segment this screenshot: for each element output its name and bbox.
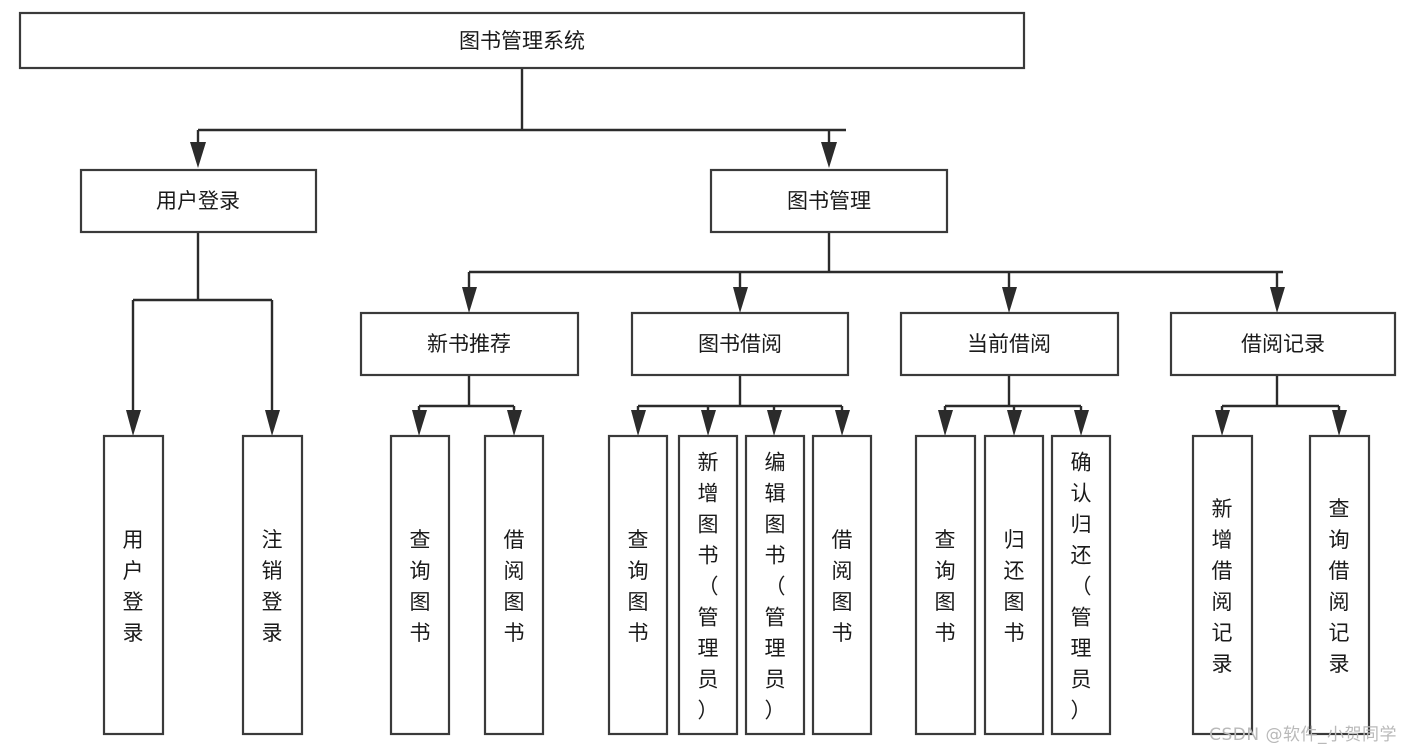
edge-group-records-to-leaves [1215,375,1347,436]
node-label-leaf-query-book-current: 查询图书 [935,528,956,645]
node-label-leaf-query-book-borrow: 查询图书 [628,528,649,645]
node-label-borrow-records: 借阅记录 [1241,332,1325,356]
node-box-user-login[interactable] [79,168,318,234]
node-box-leaf-borrow-book-borrow[interactable] [811,434,873,736]
node-leaf-borrow-book-newbook[interactable]: 借阅图书 [483,434,545,736]
arrow-head-icon [1074,410,1089,436]
node-box-current-borrow[interactable] [899,311,1120,377]
arrow-head-icon [631,410,646,436]
node-box-root[interactable] [18,11,1026,70]
node-box-leaf-return-book[interactable] [983,434,1045,736]
node-label-leaf-add-book-admin: 新增图书（管理员） [698,451,719,723]
node-label-leaf-confirm-return-admin: 确认归还（管理员） [1071,451,1092,723]
node-book-borrow[interactable]: 图书借阅 [630,311,850,377]
node-label-current-borrow: 当前借阅 [967,332,1051,356]
node-box-leaf-add-borrow-record[interactable] [1191,434,1254,736]
node-label-leaf-edit-book-admin: 编辑图书（管理员） [765,451,786,723]
arrow-head-icon [938,410,953,436]
node-label-leaf-borrow-book-newbook: 借阅图书 [504,528,525,645]
node-root[interactable]: 图书管理系统 [18,11,1026,70]
node-label-leaf-user-login: 用户登录 [123,528,144,645]
arrow-head-icon [733,287,748,313]
arrow-head-icon [701,410,716,436]
arrow-head-icon [126,410,141,436]
node-new-book-recommend[interactable]: 新书推荐 [359,311,580,377]
arrow-head-icon [190,142,206,168]
arrow-head-icon [1002,287,1017,313]
node-leaf-add-book-admin[interactable]: 新增图书（管理员） [677,434,739,736]
node-leaf-logout[interactable]: 注销登录 [241,434,304,736]
edge-group-bookmgmt-to-level2 [462,232,1285,313]
arrow-head-icon [1270,287,1285,313]
node-leaf-query-borrow-record[interactable]: 查询借阅记录 [1308,434,1371,736]
node-box-leaf-borrow-book-newbook[interactable] [483,434,545,736]
edge-group-borrow-to-leaves [631,375,850,436]
node-box-leaf-query-book-newbook[interactable] [389,434,451,736]
node-leaf-edit-book-admin[interactable]: 编辑图书（管理员） [744,434,806,736]
node-leaf-borrow-book-borrow[interactable]: 借阅图书 [811,434,873,736]
node-leaf-confirm-return-admin[interactable]: 确认归还（管理员） [1050,434,1112,736]
node-box-leaf-query-book-current[interactable] [914,434,977,736]
node-book-management[interactable]: 图书管理 [709,168,949,234]
node-leaf-query-book-current[interactable]: 查询图书 [914,434,977,736]
arrow-head-icon [462,287,477,313]
csdn-watermark: CSDN @软件_小贺同学 [1209,725,1397,745]
node-label-leaf-add-borrow-record: 新增借阅记录 [1212,497,1233,676]
node-label-leaf-borrow-book-borrow: 借阅图书 [832,528,853,645]
node-label-leaf-query-borrow-record: 查询借阅记录 [1329,497,1350,676]
node-box-leaf-add-book-admin[interactable] [677,434,739,736]
node-leaf-return-book[interactable]: 归还图书 [983,434,1045,736]
node-label-root: 图书管理系统 [459,29,585,53]
node-label-user-login: 用户登录 [156,189,240,213]
node-box-book-borrow[interactable] [630,311,850,377]
arrow-head-icon [1215,410,1230,436]
node-label-new-book-recommend: 新书推荐 [427,332,511,356]
arrow-head-icon [835,410,850,436]
node-box-leaf-query-borrow-record[interactable] [1308,434,1371,736]
node-box-leaf-user-login[interactable] [102,434,165,736]
edge-group-login-to-leaves [126,232,280,436]
node-label-leaf-return-book: 归还图书 [1004,528,1025,645]
node-borrow-records[interactable]: 借阅记录 [1169,311,1397,377]
edge-group-root-to-level1 [190,68,846,168]
arrow-head-icon [412,410,427,436]
node-box-leaf-query-book-borrow[interactable] [607,434,669,736]
arrow-head-icon [1007,410,1022,436]
node-current-borrow[interactable]: 当前借阅 [899,311,1120,377]
node-user-login[interactable]: 用户登录 [79,168,318,234]
node-leaf-query-book-newbook[interactable]: 查询图书 [389,434,451,736]
node-leaf-query-book-borrow[interactable]: 查询图书 [607,434,669,736]
arrow-head-icon [821,142,837,168]
node-box-book-management[interactable] [709,168,949,234]
node-leaf-add-borrow-record[interactable]: 新增借阅记录 [1191,434,1254,736]
node-box-new-book-recommend[interactable] [359,311,580,377]
arrow-head-icon [1332,410,1347,436]
node-label-leaf-query-book-newbook: 查询图书 [410,528,431,645]
node-label-book-borrow: 图书借阅 [698,332,782,356]
node-box-leaf-edit-book-admin[interactable] [744,434,806,736]
edge-group-current-to-leaves [938,375,1089,436]
node-box-borrow-records[interactable] [1169,311,1397,377]
arrow-head-icon [767,410,782,436]
edge-group-newbook-to-leaves [412,375,522,436]
arrow-head-icon [265,410,280,436]
arrow-head-icon [507,410,522,436]
node-box-leaf-confirm-return-admin[interactable] [1050,434,1112,736]
node-leaf-user-login[interactable]: 用户登录 [102,434,165,736]
node-label-book-management: 图书管理 [787,189,871,213]
node-label-leaf-logout: 注销登录 [262,528,283,645]
node-box-leaf-logout[interactable] [241,434,304,736]
